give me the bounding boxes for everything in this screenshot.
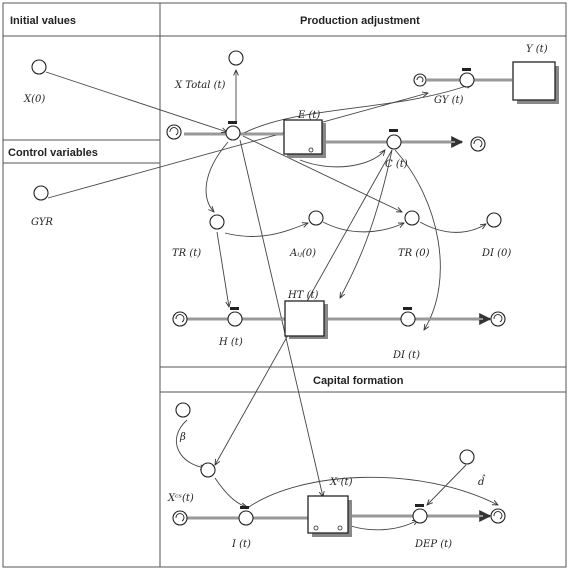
label-aij0: Aᵢⱼ(0) <box>289 248 316 259</box>
control-variables-header: Control variables <box>8 147 98 159</box>
link-tr0-to-di0 <box>419 221 486 233</box>
link-beta-to-xcs <box>176 419 206 468</box>
label-gy: GY (t) <box>434 95 464 106</box>
cloud-sink-xc-icon <box>490 508 506 524</box>
label-tr: TR (t) <box>172 248 201 259</box>
link-c-to-di <box>394 149 441 330</box>
link-x0-to-x-total <box>45 71 227 132</box>
label-h: H (t) <box>218 337 243 348</box>
label-e: E (t) <box>297 110 320 121</box>
stock-e <box>283 119 326 158</box>
label-xcs: Xᶜˢ(t) <box>167 493 194 504</box>
label-dep: DEP (t) <box>414 539 452 550</box>
label-di: DI (t) <box>392 350 420 361</box>
production-adjustment-header: Production adjustment <box>300 15 420 27</box>
aux-tr0-icon <box>404 210 420 226</box>
valve-di-icon <box>400 307 416 327</box>
aux-dhat-icon <box>459 449 475 465</box>
aux-beta-icon <box>175 402 191 418</box>
link-e-to-c <box>299 150 385 168</box>
link-gyr-to-gy <box>47 93 428 199</box>
cloud-source-y-icon <box>413 73 427 87</box>
link-i-to-dep-arc <box>245 476 498 510</box>
aux-x0-icon <box>31 59 47 75</box>
stock-ht <box>284 300 328 339</box>
label-c: C (t) <box>385 159 408 170</box>
valve-dep-icon <box>412 504 428 524</box>
stocks <box>283 61 559 537</box>
aux-di0-icon <box>486 212 502 228</box>
aux-x-total-icon <box>228 50 244 66</box>
label-di0: DI (0) <box>481 248 511 259</box>
cloud-source-ht-icon <box>172 311 188 327</box>
cloud-source-e-icon <box>166 124 182 140</box>
label-gyr: GYR <box>31 217 53 228</box>
label-ht: HT (t) <box>287 290 318 301</box>
cloud-source-xc-icon <box>172 510 188 526</box>
link-c-to-ht <box>340 149 393 298</box>
label-x-total: X Total (t) <box>174 80 225 91</box>
label-i: I (t) <box>231 539 251 550</box>
label-beta: β <box>179 432 186 443</box>
link-arc-to-y <box>243 84 472 134</box>
capital-formation-header: Capital formation <box>313 375 404 387</box>
label-xc: Xᶜ(t) <box>329 477 353 488</box>
stock-xc <box>307 495 352 537</box>
link-xcs-to-i <box>214 477 247 507</box>
valve-i-icon <box>238 506 254 526</box>
link-d-to-dep <box>427 464 467 505</box>
label-tr0: TR (0) <box>398 248 430 259</box>
cloud-sink-c-icon <box>470 136 486 152</box>
stock-y <box>512 61 559 104</box>
valve-e-in-icon <box>225 121 241 141</box>
link-to-tr0 <box>242 135 402 212</box>
link-aij-to-tr0 <box>322 221 404 233</box>
link-tr-to-h <box>216 231 229 307</box>
link-tr-to-aij <box>224 223 308 237</box>
labels: X(0) GYR X Total (t) E (t) Y (t) GY (t) … <box>23 44 548 550</box>
valves <box>225 68 475 526</box>
cloud-sink-ht-icon <box>490 311 506 327</box>
label-x0: X(0) <box>23 94 45 105</box>
aux-gyr-icon <box>33 185 49 201</box>
aux-tr-icon <box>209 214 225 230</box>
clouds <box>166 73 506 526</box>
valve-c-icon <box>386 129 402 150</box>
label-y: Y (t) <box>526 44 548 55</box>
connectors <box>45 70 498 531</box>
initial-values-header: Initial values <box>10 15 76 27</box>
label-dhat: d̂ <box>478 475 486 488</box>
valve-gy-icon <box>459 68 475 88</box>
aux-aij0-icon <box>308 210 324 226</box>
valve-h-icon <box>227 307 243 327</box>
aux-xcs-icon <box>200 462 216 478</box>
auxiliaries <box>31 50 502 478</box>
link-to-tr <box>205 141 229 212</box>
